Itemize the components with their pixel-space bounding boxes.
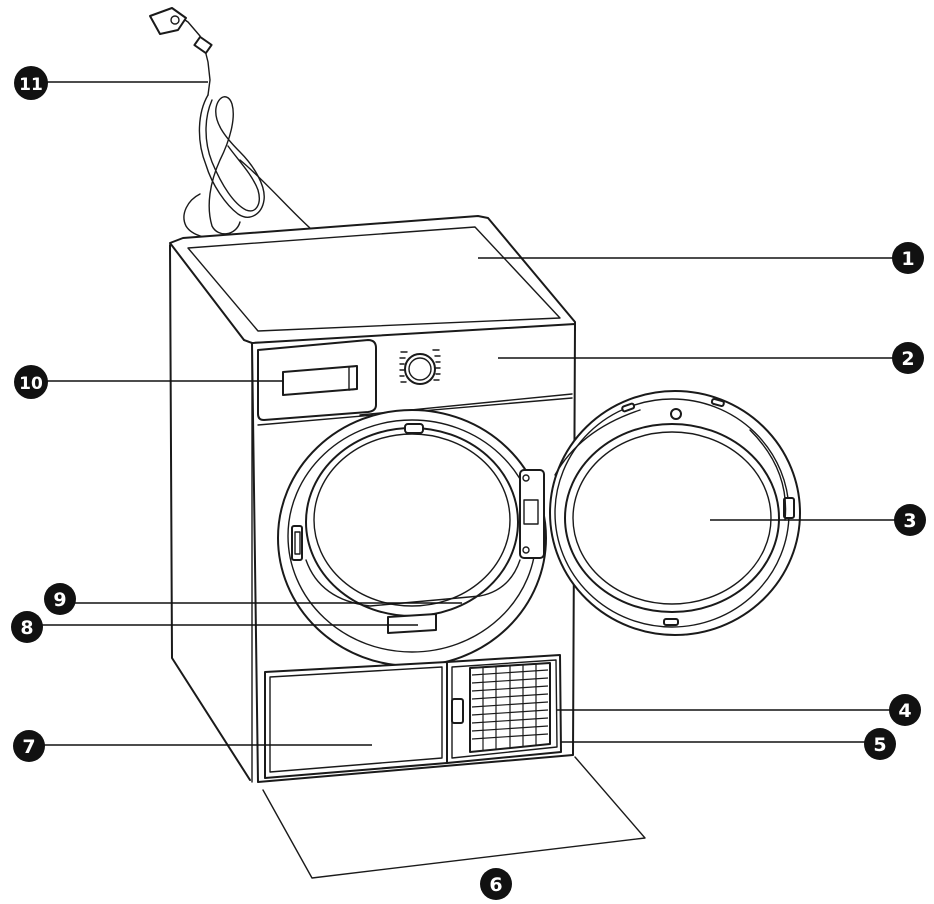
callout-3-circle: [894, 504, 926, 536]
callout-1: 1: [892, 242, 924, 274]
program-knob: [399, 349, 441, 385]
callout-4-circle: [889, 694, 921, 726]
callout-9: 9: [44, 583, 76, 615]
callout-2-label: 2: [901, 348, 914, 370]
callout-6-circle: [480, 868, 512, 900]
callout-6-label: 6: [489, 874, 502, 896]
callout-1-label: 1: [901, 248, 914, 270]
callout-4: 4: [889, 694, 921, 726]
callout-3: 3: [894, 504, 926, 536]
power-cord: [149, 7, 311, 240]
callout-11-label: 11: [19, 75, 43, 95]
leader-lines: [40, 81, 895, 746]
callout-8: 8: [11, 611, 43, 643]
callout-6: 6: [480, 868, 512, 900]
callout-10-circle: [14, 365, 48, 399]
water-tank-drawer: [257, 339, 377, 421]
open-door: [549, 390, 801, 636]
callout-10-label: 10: [19, 374, 43, 394]
callout-4-label: 4: [898, 700, 911, 722]
callout-9-label: 9: [53, 589, 66, 611]
callout-3-label: 3: [903, 510, 916, 532]
callout-1-circle: [892, 242, 924, 274]
callout-2: 2: [892, 342, 924, 374]
callout-8-label: 8: [20, 617, 33, 639]
callout-11-circle: [14, 66, 48, 100]
callout-5: 5: [864, 728, 896, 760]
ventilation-grille: [446, 654, 562, 764]
heat-exchanger-cover: [264, 661, 448, 779]
callout-7-label: 7: [22, 736, 35, 758]
callout-2-circle: [892, 342, 924, 374]
callout-9-circle: [44, 583, 76, 615]
callout-7: 7: [13, 730, 45, 762]
callout-5-circle: [864, 728, 896, 760]
callout-8-circle: [11, 611, 43, 643]
door-hinge: [519, 469, 545, 559]
callout-7-circle: [13, 730, 45, 762]
floor-outline: [262, 756, 646, 879]
callout-5-label: 5: [873, 734, 886, 756]
callout-10: 10: [14, 365, 48, 399]
callout-11: 11: [14, 66, 48, 100]
lint-filter: [387, 613, 437, 634]
